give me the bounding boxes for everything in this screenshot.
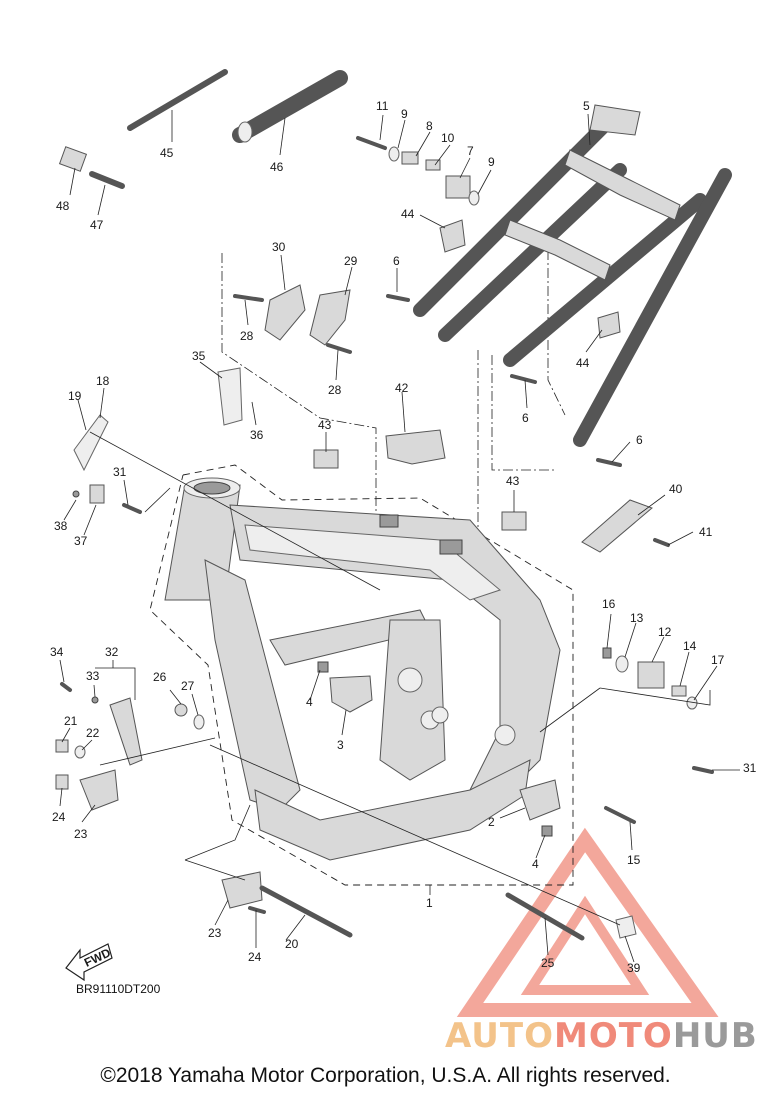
callout-23a: 23 [74, 827, 88, 841]
callout-4b: 4 [532, 857, 539, 871]
callout-32: 32 [105, 645, 119, 659]
callout-35: 35 [192, 349, 206, 363]
subframe [413, 104, 732, 447]
callout-31a: 31 [113, 465, 127, 479]
callout-43a: 43 [318, 418, 332, 432]
callout-18: 18 [96, 374, 110, 388]
callout-28b: 28 [328, 383, 342, 397]
watermark-brand: AUTOMOTOHUB [445, 1016, 758, 1056]
callout-25: 25 [541, 956, 555, 970]
callout-1: 1 [426, 896, 433, 910]
callout-37: 37 [74, 534, 88, 548]
callout-3: 3 [337, 738, 344, 752]
callout-6a: 6 [393, 254, 400, 268]
callout-19: 19 [68, 389, 82, 403]
callout-34: 34 [50, 645, 64, 659]
watermark-logo [456, 827, 719, 1017]
callout-6b: 6 [522, 411, 529, 425]
callout-6c: 6 [636, 433, 643, 447]
leader-lines [59, 110, 740, 963]
callout-43b: 43 [506, 474, 520, 488]
callout-22: 22 [86, 726, 100, 740]
diagram-code: BR91110DT200 [76, 982, 161, 996]
brand-auto: AUTO [445, 1016, 554, 1056]
callout-11: 11 [376, 99, 389, 113]
callout-24a: 24 [52, 810, 66, 824]
callout-29: 29 [344, 254, 358, 268]
callout-45: 45 [160, 146, 174, 160]
brand-hub: HUB [672, 1016, 758, 1056]
callout-17: 17 [711, 653, 725, 667]
callout-2: 2 [488, 815, 495, 829]
callout-8: 8 [426, 119, 433, 133]
callout-39: 39 [627, 961, 641, 975]
callout-26: 26 [153, 670, 167, 684]
callout-21: 21 [64, 714, 78, 728]
callout-7: 7 [467, 144, 474, 158]
small-parts [55, 69, 714, 941]
callout-15: 15 [627, 853, 641, 867]
callout-44b: 44 [576, 356, 590, 370]
callout-20: 20 [285, 937, 299, 951]
callout-labels: 45 46 48 47 11 9 8 10 7 9 5 44 44 30 29 … [50, 99, 757, 975]
callout-23b: 23 [208, 926, 222, 940]
callout-12: 12 [658, 625, 672, 639]
callout-14: 14 [683, 639, 697, 653]
fwd-label: FWD [82, 945, 113, 969]
fwd-arrow: FWD [65, 943, 113, 982]
main-frame [164, 477, 561, 861]
callout-36: 36 [250, 428, 264, 442]
callout-5: 5 [583, 99, 590, 113]
callout-38: 38 [54, 519, 68, 533]
callout-41: 41 [699, 525, 713, 539]
callout-30: 30 [272, 240, 286, 254]
copyright-notice: ©2018 Yamaha Motor Corporation, U.S.A. A… [100, 1064, 671, 1087]
callout-40: 40 [669, 482, 683, 496]
callout-28a: 28 [240, 329, 254, 343]
callout-31b: 31 [743, 761, 757, 775]
callout-44a: 44 [401, 207, 415, 221]
callout-33: 33 [86, 669, 100, 683]
callout-46: 46 [270, 160, 284, 174]
callout-47: 47 [90, 218, 104, 232]
callout-48: 48 [56, 199, 70, 213]
callout-9a: 9 [401, 107, 408, 121]
callout-24b: 24 [248, 950, 262, 964]
callout-27: 27 [181, 679, 195, 693]
callout-9b: 9 [488, 155, 495, 169]
callout-10: 10 [441, 131, 455, 145]
callout-42: 42 [395, 381, 409, 395]
callout-4a: 4 [306, 695, 313, 709]
callout-13: 13 [630, 611, 644, 625]
callout-16: 16 [602, 597, 616, 611]
brand-moto: MOTO [553, 1016, 673, 1056]
